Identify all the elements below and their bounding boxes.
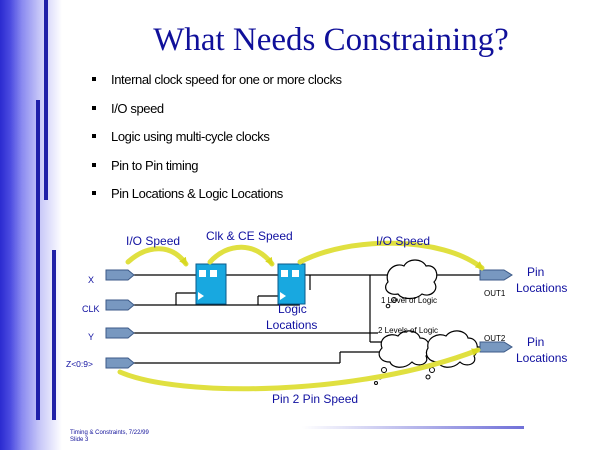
- input-label-clk: CLK: [82, 304, 100, 314]
- pin-locations-1-label: Pin: [527, 265, 544, 279]
- output-pads: [479, 269, 513, 353]
- logic-locations-2-label: Locations: [266, 318, 317, 332]
- input-pad-z: [105, 357, 135, 369]
- output-label-out2: OUT2: [484, 334, 506, 343]
- bullet-text: Pin Locations & Logic Locations: [111, 186, 283, 201]
- two-levels-label: 2 Levels of Logic: [378, 326, 438, 335]
- bullet-icon: [92, 77, 96, 81]
- speed-arrows: [117, 240, 485, 392]
- bullet-text: Internal clock speed for one or more clo…: [111, 72, 342, 87]
- bullet-text: I/O speed: [111, 100, 164, 116]
- bullet-icon: [92, 162, 96, 167]
- footer-line2: Slide 3: [70, 437, 89, 443]
- bullet-icon: [92, 105, 96, 110]
- clk-ce-speed-label: Clk & CE Speed: [206, 229, 293, 243]
- io-speed-left-arrow: [125, 246, 189, 267]
- bullet-text: Pin to Pin timing: [111, 157, 199, 173]
- sidebar-decoration: [0, 0, 62, 450]
- bullet-text: Logic using multi-cycle clocks: [111, 129, 270, 144]
- flip-flop-2: [277, 263, 306, 305]
- bullet-icon: [92, 191, 96, 195]
- input-pads: [105, 269, 135, 369]
- sidebar-line: [52, 250, 56, 420]
- pin-locations-2-label: Pin: [527, 335, 544, 349]
- footer-line1: Timing & Constraints, 7/22/99: [70, 430, 149, 436]
- sidebar-line: [44, 0, 48, 200]
- io-speed-left-label: I/O Speed: [126, 234, 180, 248]
- input-pad-x: [105, 269, 135, 281]
- pin-to-pin-label: Pin 2 Pin Speed: [272, 392, 358, 406]
- footer-line: [302, 426, 524, 429]
- output-pad-out1: [479, 269, 513, 281]
- logic-cloud-2: [378, 330, 478, 368]
- slide-title: What Needs Constraining?: [153, 22, 509, 58]
- input-pad-y: [105, 327, 135, 339]
- io-speed-right-label: I/O Speed: [376, 234, 430, 248]
- output-label-out1: OUT1: [484, 289, 506, 298]
- input-label-x: X: [88, 275, 94, 285]
- output-pad-out2: [479, 341, 513, 353]
- input-label-y: Y: [88, 332, 94, 342]
- sidebar-line: [36, 100, 40, 420]
- flip-flop-1: [195, 263, 227, 305]
- io-speed-right-arrow: [297, 240, 485, 271]
- pin-locations-1b-label: Locations: [516, 281, 567, 295]
- clk-ce-speed-arrow: [207, 244, 275, 267]
- logic-cloud-1: [385, 259, 438, 300]
- pin-locations-2b-label: Locations: [516, 351, 567, 365]
- logic-locations-1-label: Logic: [278, 302, 307, 316]
- input-label-z: Z<0:9>: [66, 359, 93, 369]
- pin-to-pin-arrow: [117, 347, 481, 392]
- one-level-label: 1 Level of Logic: [381, 296, 437, 305]
- footer: Timing & Constraints, 7/22/99 Slide 3: [70, 430, 149, 444]
- input-pad-clk: [105, 299, 135, 311]
- bullet-icon: [92, 134, 96, 138]
